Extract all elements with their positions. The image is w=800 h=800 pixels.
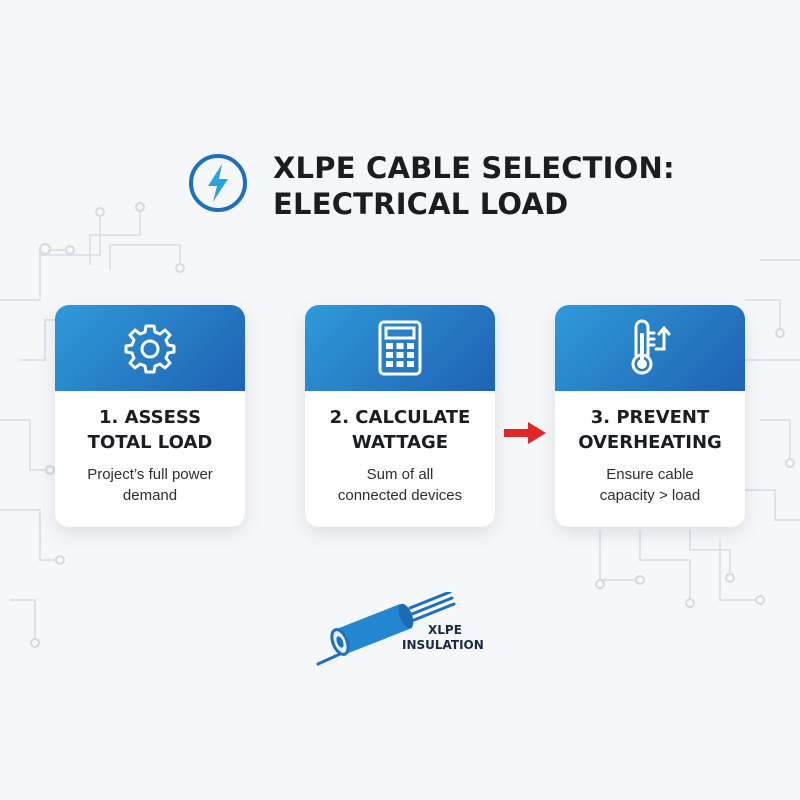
page-title: XLPE CABLE SELECTION: ELECTRICAL LOAD: [273, 150, 675, 222]
title-line-2: ELECTRICAL LOAD: [273, 187, 569, 221]
red-arrow-icon: [504, 422, 546, 444]
gear-icon: [124, 324, 176, 374]
card-title: 1. ASSESS TOTAL LOAD: [87, 407, 213, 453]
card-description: Project’s full power demand: [87, 466, 213, 504]
card-title: 2. CALCULATE WATTAGE: [329, 407, 471, 453]
step-card-calculate: 2. CALCULATE WATTAGE Sum of all connecte…: [305, 305, 495, 527]
card-header: [305, 305, 495, 391]
card-header: [555, 305, 745, 391]
cable-label: XLPE INSULATION: [402, 623, 484, 652]
thermometer-up-icon: [631, 319, 671, 375]
header: XLPE CABLE SELECTION: ELECTRICAL LOAD: [187, 150, 675, 222]
title-line-1: XLPE CABLE SELECTION:: [273, 151, 675, 185]
calculator-icon: [378, 320, 422, 376]
card-title: 3. PREVENT OVERHEATING: [578, 407, 722, 453]
step-card-prevent: 3. PREVENT OVERHEATING Ensure cable capa…: [555, 305, 745, 527]
card-description: Sum of all connected devices: [337, 466, 463, 504]
lightning-bolt-icon: [189, 154, 247, 212]
card-header: [55, 305, 245, 391]
card-description: Ensure cable capacity > load: [599, 466, 701, 504]
step-card-assess: 1. ASSESS TOTAL LOAD Project’s full powe…: [55, 305, 245, 527]
cable-icon: [316, 592, 456, 666]
